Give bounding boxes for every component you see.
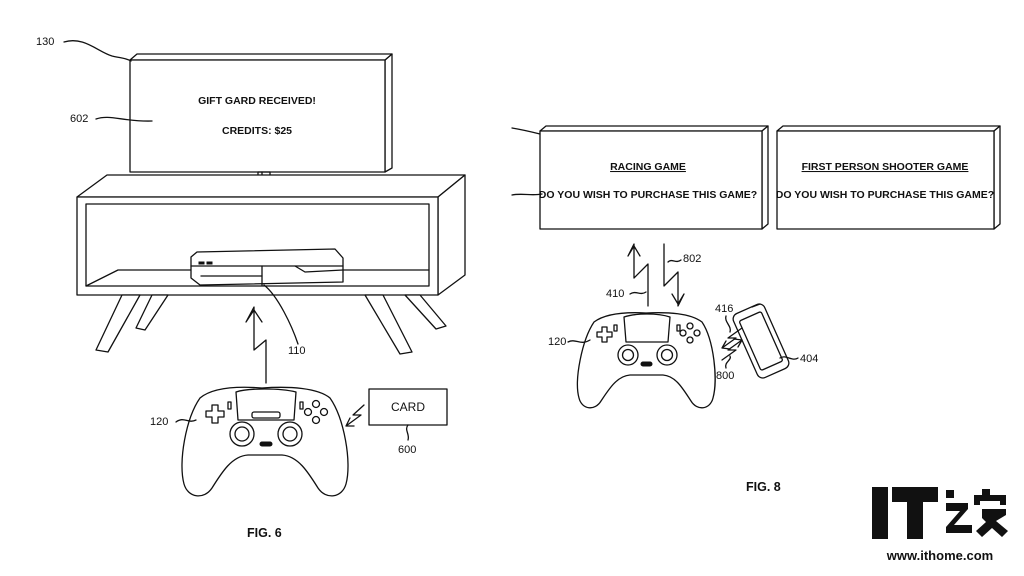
screen-fps-game xyxy=(776,125,1001,230)
ref-600: 600 xyxy=(398,444,416,456)
lightning-signal-icon xyxy=(721,338,743,361)
tv-icon xyxy=(129,53,393,193)
console-icon xyxy=(190,248,344,286)
smartphone-icon xyxy=(732,303,790,379)
lightning-signal-icon xyxy=(663,243,685,307)
controller-icon xyxy=(181,386,349,497)
fig6: GIFT GARD RECEIVED! CREDITS: $25 xyxy=(36,36,466,540)
card-icon xyxy=(368,388,448,426)
ref-410: 410 xyxy=(606,288,624,300)
ref-416: 416 xyxy=(715,303,733,315)
fig8: RACING GAME DO YOU WISH TO PURCHASE THIS… xyxy=(511,125,1001,494)
watermark-url: www.ithome.com xyxy=(886,548,993,563)
tv-message-line1: GIFT GARD RECEIVED! xyxy=(198,95,316,107)
screen1-title: RACING GAME xyxy=(610,161,686,173)
card-label: CARD xyxy=(391,400,425,414)
screen2-title: FIRST PERSON SHOOTER GAME xyxy=(802,161,969,173)
ref-130: 130 xyxy=(36,36,54,48)
ref-800: 800 xyxy=(716,370,734,382)
ref-120-fig8: 120 xyxy=(548,336,566,348)
ref-110: 110 xyxy=(288,345,306,357)
tv-stand xyxy=(76,174,466,355)
fig8-caption: FIG. 8 xyxy=(746,480,781,494)
lightning-signal-icon xyxy=(721,327,743,350)
ithome-logo xyxy=(872,487,1008,539)
ref-120: 120 xyxy=(150,416,168,428)
fig6-caption: FIG. 6 xyxy=(247,526,282,540)
tv-message-line2: CREDITS: $25 xyxy=(222,125,292,137)
ref-602: 602 xyxy=(70,113,88,125)
controller-icon xyxy=(576,312,716,409)
screen-racing-game xyxy=(539,125,769,230)
lightning-signal-icon xyxy=(345,404,365,427)
lightning-signal-icon xyxy=(627,243,649,307)
ref-802: 802 xyxy=(683,253,701,265)
screen1-question: DO YOU WISH TO PURCHASE THIS GAME? xyxy=(539,189,757,201)
lightning-signal-icon xyxy=(245,306,267,384)
screen2-question: DO YOU WISH TO PURCHASE THIS GAME? xyxy=(776,189,994,201)
ref-404: 404 xyxy=(800,353,818,365)
